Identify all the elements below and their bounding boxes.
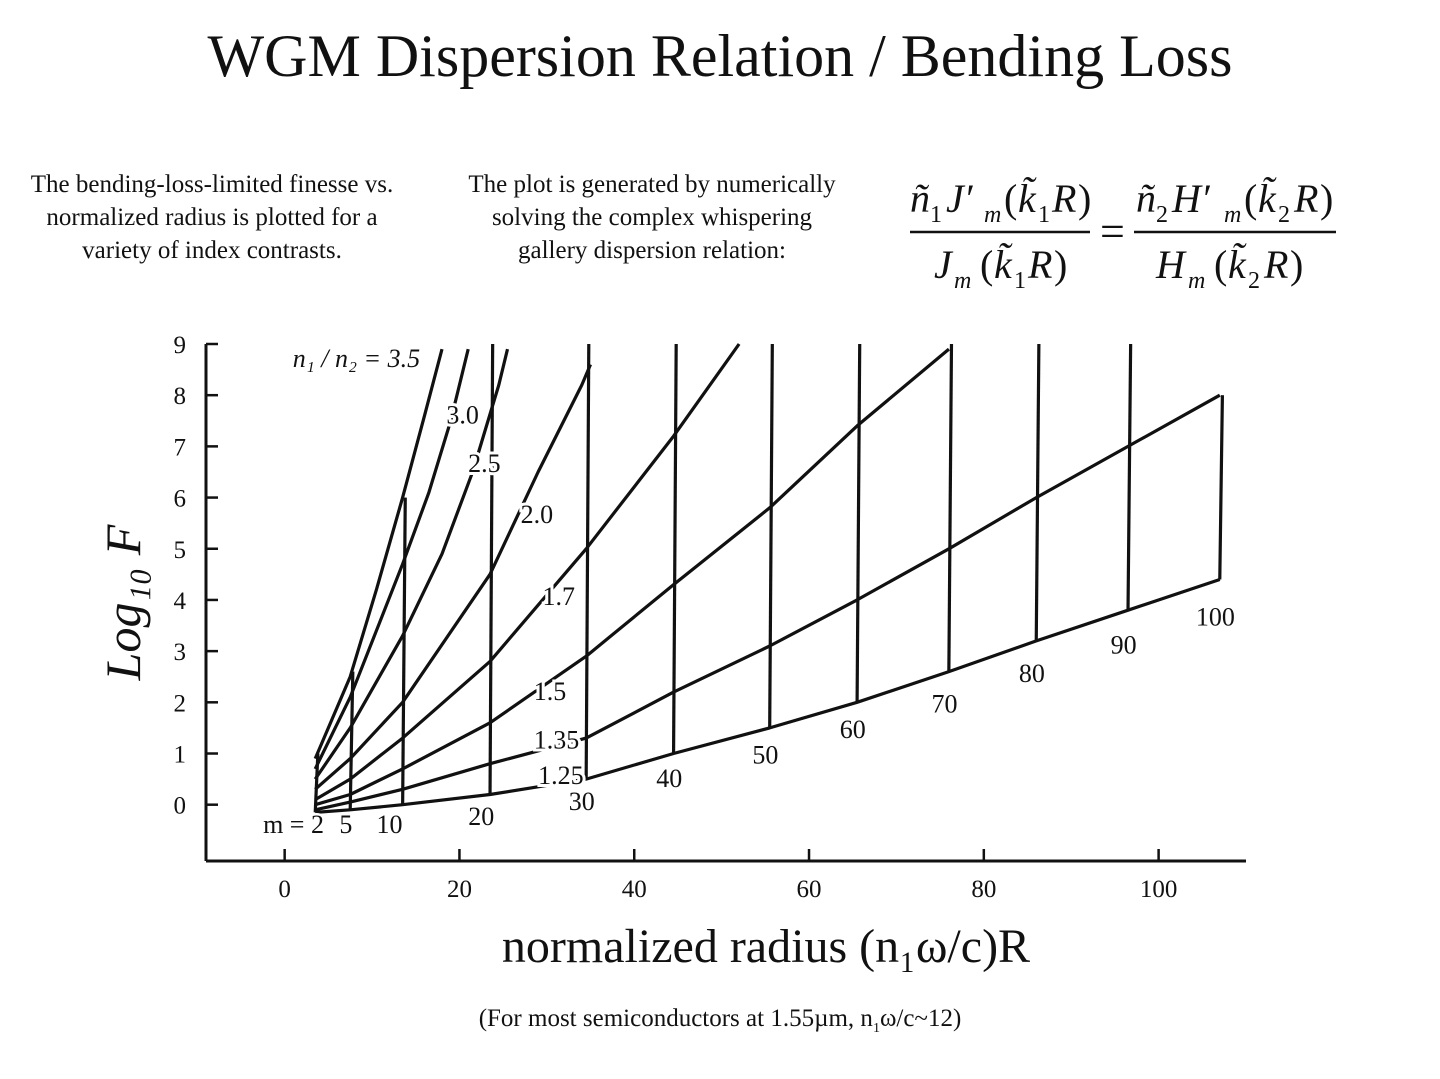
- x-axis-label: normalized radius (n₁ω/c)R: [502, 920, 1030, 973]
- svg-text:m: m: [984, 202, 1001, 228]
- mode-line: [671, 343, 678, 754]
- ratio-label: 1.7: [542, 582, 575, 611]
- ratio-label: 2.0: [521, 500, 554, 529]
- x-tick-label: 100: [1140, 876, 1178, 903]
- svg-text:(: (: [980, 242, 993, 287]
- mode-line: [584, 343, 591, 780]
- footnote-subscript: 1: [872, 1021, 880, 1036]
- ratio-label: 3.0: [446, 400, 479, 429]
- series-line: [313, 348, 444, 760]
- ratio-label: 1.5: [534, 677, 567, 706]
- svg-text:H′: H′: [1171, 176, 1211, 221]
- svg-text:1: 1: [930, 202, 942, 228]
- footnote: (For most semiconductors at 1.55µm, n1ω/…: [0, 1005, 1440, 1037]
- svg-text:(: (: [1004, 176, 1017, 221]
- mode-line: [1126, 343, 1133, 611]
- ratio-label: 2.5: [468, 449, 501, 478]
- mode-label: 30: [569, 787, 595, 816]
- mode-line: [855, 343, 862, 703]
- dispersion-relation-formula: ñ 1 J′ m ( k̃ 1 R ) J m ( k̃ 1 R ) = ñ 2…: [900, 150, 1350, 310]
- svg-text:m: m: [954, 268, 971, 294]
- ratio-label: n₁ / n₂ = 3.5: [293, 344, 420, 373]
- svg-text:k̃: k̃: [1258, 176, 1277, 221]
- svg-text:k̃: k̃: [1018, 176, 1037, 221]
- y-tick-label: 0: [174, 793, 187, 820]
- mode-label: 100: [1196, 603, 1235, 632]
- svg-text:R: R: [1051, 176, 1076, 221]
- mode-line: [768, 343, 774, 728]
- svg-text:=: =: [1100, 207, 1125, 256]
- svg-text:k̃: k̃: [1228, 242, 1247, 287]
- mode-label: 20: [468, 802, 494, 831]
- x-tick-label: 80: [971, 876, 996, 903]
- y-tick-label: 1: [174, 742, 187, 769]
- svg-text:R: R: [1027, 242, 1052, 287]
- svg-text:k̃: k̃: [994, 242, 1013, 287]
- x-tick-label: 20: [447, 876, 472, 903]
- mode-label: 80: [1019, 659, 1045, 688]
- svg-text:1: 1: [1038, 202, 1050, 228]
- x-tick-label: 0: [278, 876, 291, 903]
- svg-text:J′: J′: [946, 176, 974, 221]
- series-line: [314, 347, 950, 807]
- mode-line: [1218, 395, 1225, 580]
- svg-text:2: 2: [1278, 202, 1290, 228]
- ratio-label: 1.25: [538, 761, 584, 790]
- series-line: [314, 393, 1221, 812]
- svg-text:m: m: [1224, 202, 1241, 228]
- series-line: [313, 348, 470, 770]
- svg-text:(: (: [1214, 242, 1227, 287]
- mode-label: m = 2: [263, 810, 324, 839]
- svg-text:2: 2: [1248, 268, 1260, 294]
- footnote-text-a: (For most semiconductors at 1.55µm, n: [478, 1005, 873, 1032]
- svg-text:ñ: ñ: [910, 176, 930, 221]
- series-line: [314, 363, 592, 791]
- mode-label: 90: [1111, 631, 1137, 660]
- svg-text:1: 1: [1014, 268, 1026, 294]
- mode-line: [401, 497, 407, 805]
- footnote-text-b: ω/c~12): [879, 1005, 962, 1032]
- ratio-label: 1.35: [534, 725, 580, 754]
- mode-line: [1034, 343, 1041, 641]
- mode-label: 5: [339, 810, 352, 839]
- svg-text:R: R: [1293, 176, 1318, 221]
- mode-label: 50: [752, 741, 778, 770]
- y-tick-label: 5: [174, 537, 187, 564]
- description-left: The bending-loss-limited finesse vs. nor…: [30, 171, 394, 264]
- slide-title: WGM Dispersion Relation / Bending Loss: [207, 23, 1233, 89]
- y-tick-label: 3: [174, 639, 187, 666]
- mode-label: 70: [931, 690, 957, 719]
- svg-text:R: R: [1263, 242, 1288, 287]
- series-line: [314, 343, 741, 801]
- mode-line: [947, 343, 954, 672]
- y-axis-label: Log₁₀ F: [95, 524, 151, 681]
- svg-text:(: (: [1244, 176, 1257, 221]
- svg-text:): ): [1290, 242, 1303, 287]
- svg-text:): ): [1078, 176, 1091, 221]
- series-line: [313, 348, 510, 781]
- y-tick-label: 4: [174, 588, 187, 615]
- y-tick-label: 6: [174, 486, 187, 513]
- svg-text:J: J: [934, 242, 954, 287]
- description-middle: The plot is generated by numerically sol…: [468, 171, 836, 264]
- svg-text:m: m: [1188, 268, 1205, 294]
- svg-text:): ): [1320, 176, 1333, 221]
- y-tick-label: 8: [174, 383, 187, 410]
- y-tick-label: 9: [174, 332, 187, 359]
- svg-text:H: H: [1155, 242, 1187, 287]
- mode-label: 40: [656, 764, 682, 793]
- mode-label: 60: [840, 715, 866, 744]
- y-tick-label: 7: [174, 434, 187, 461]
- x-tick-label: 40: [622, 876, 647, 903]
- svg-text:ñ: ñ: [1136, 176, 1156, 221]
- svg-text:2: 2: [1156, 202, 1168, 228]
- series-line: [315, 577, 1221, 814]
- mode-label: 10: [377, 810, 403, 839]
- y-tick-label: 2: [174, 690, 187, 717]
- svg-text:): ): [1054, 242, 1067, 287]
- x-tick-label: 60: [797, 876, 822, 903]
